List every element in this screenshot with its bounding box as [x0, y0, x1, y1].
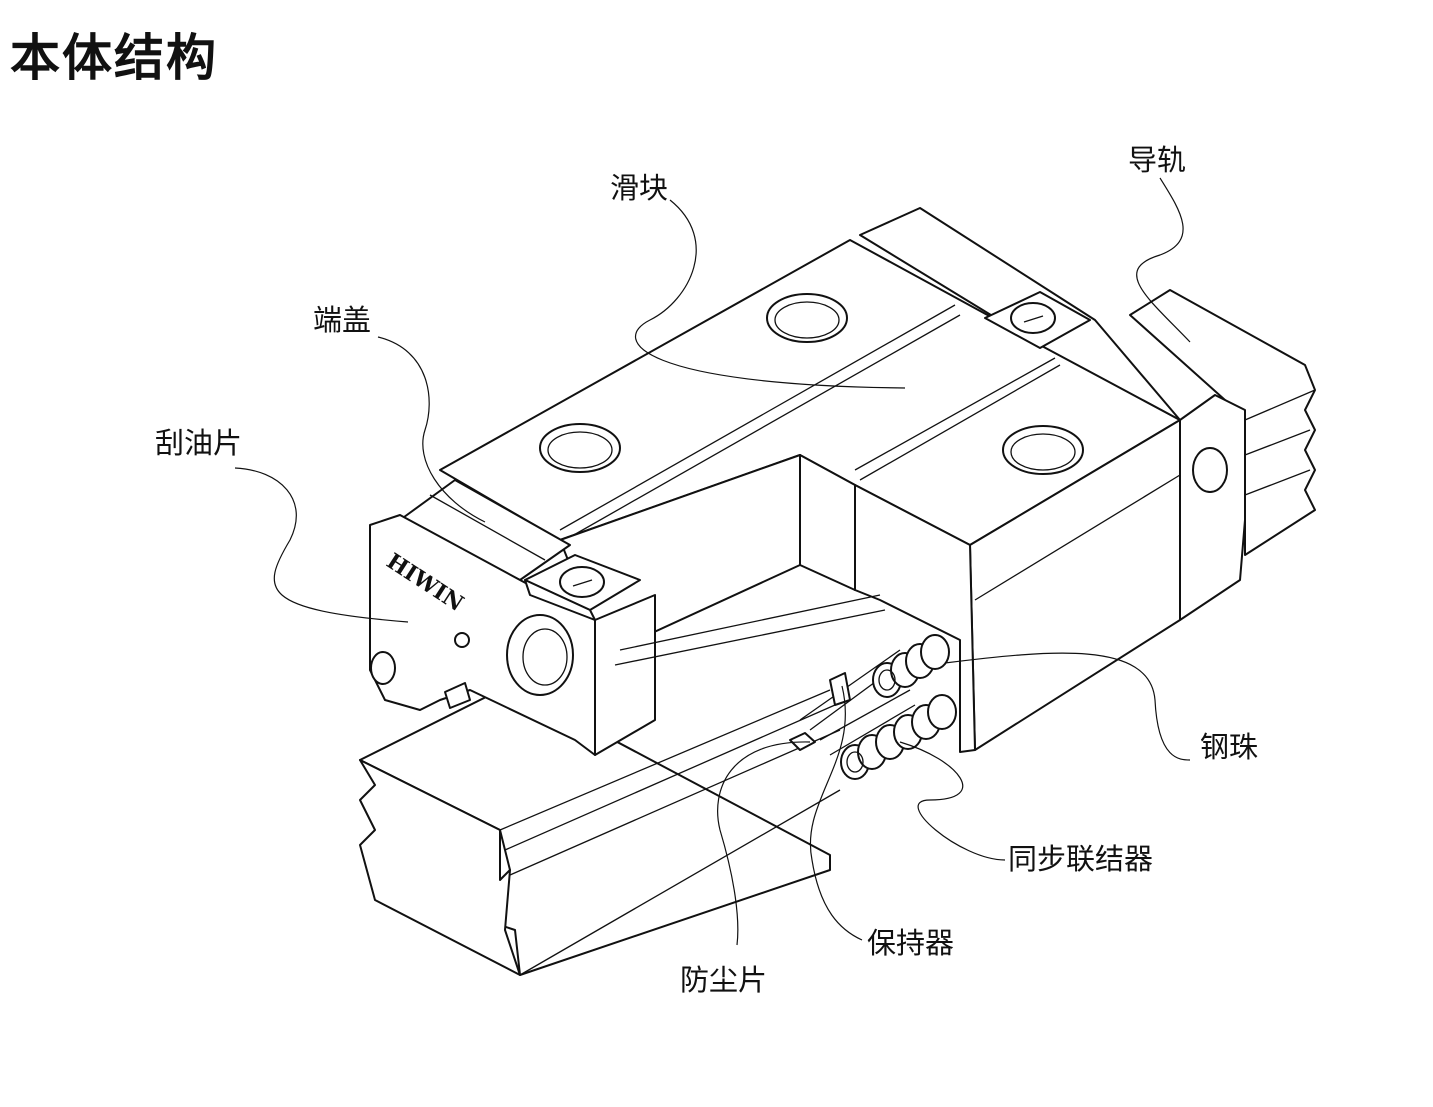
leader-lines — [234, 177, 1191, 946]
label-retainer: 保持器 — [867, 926, 955, 960]
label-dust-strip: 防尘片 — [680, 963, 768, 997]
label-steel-ball: 钢珠 — [1200, 730, 1259, 764]
slider-block — [439, 239, 1181, 753]
rail-front — [359, 684, 841, 976]
label-rail: 导轨 — [1128, 143, 1187, 177]
steel-balls-upper — [872, 634, 950, 698]
label-sync-coupler: 同步联结器 — [1008, 842, 1154, 876]
back-end-cap — [859, 207, 1246, 621]
label-wiper: 刮油片 — [155, 426, 243, 460]
steel-balls-lower — [840, 694, 957, 780]
label-slider: 滑块 — [610, 171, 669, 205]
front-end-cap — [369, 479, 656, 756]
page-title: 本体结构 — [10, 29, 218, 87]
label-end-cap: 端盖 — [313, 303, 372, 337]
